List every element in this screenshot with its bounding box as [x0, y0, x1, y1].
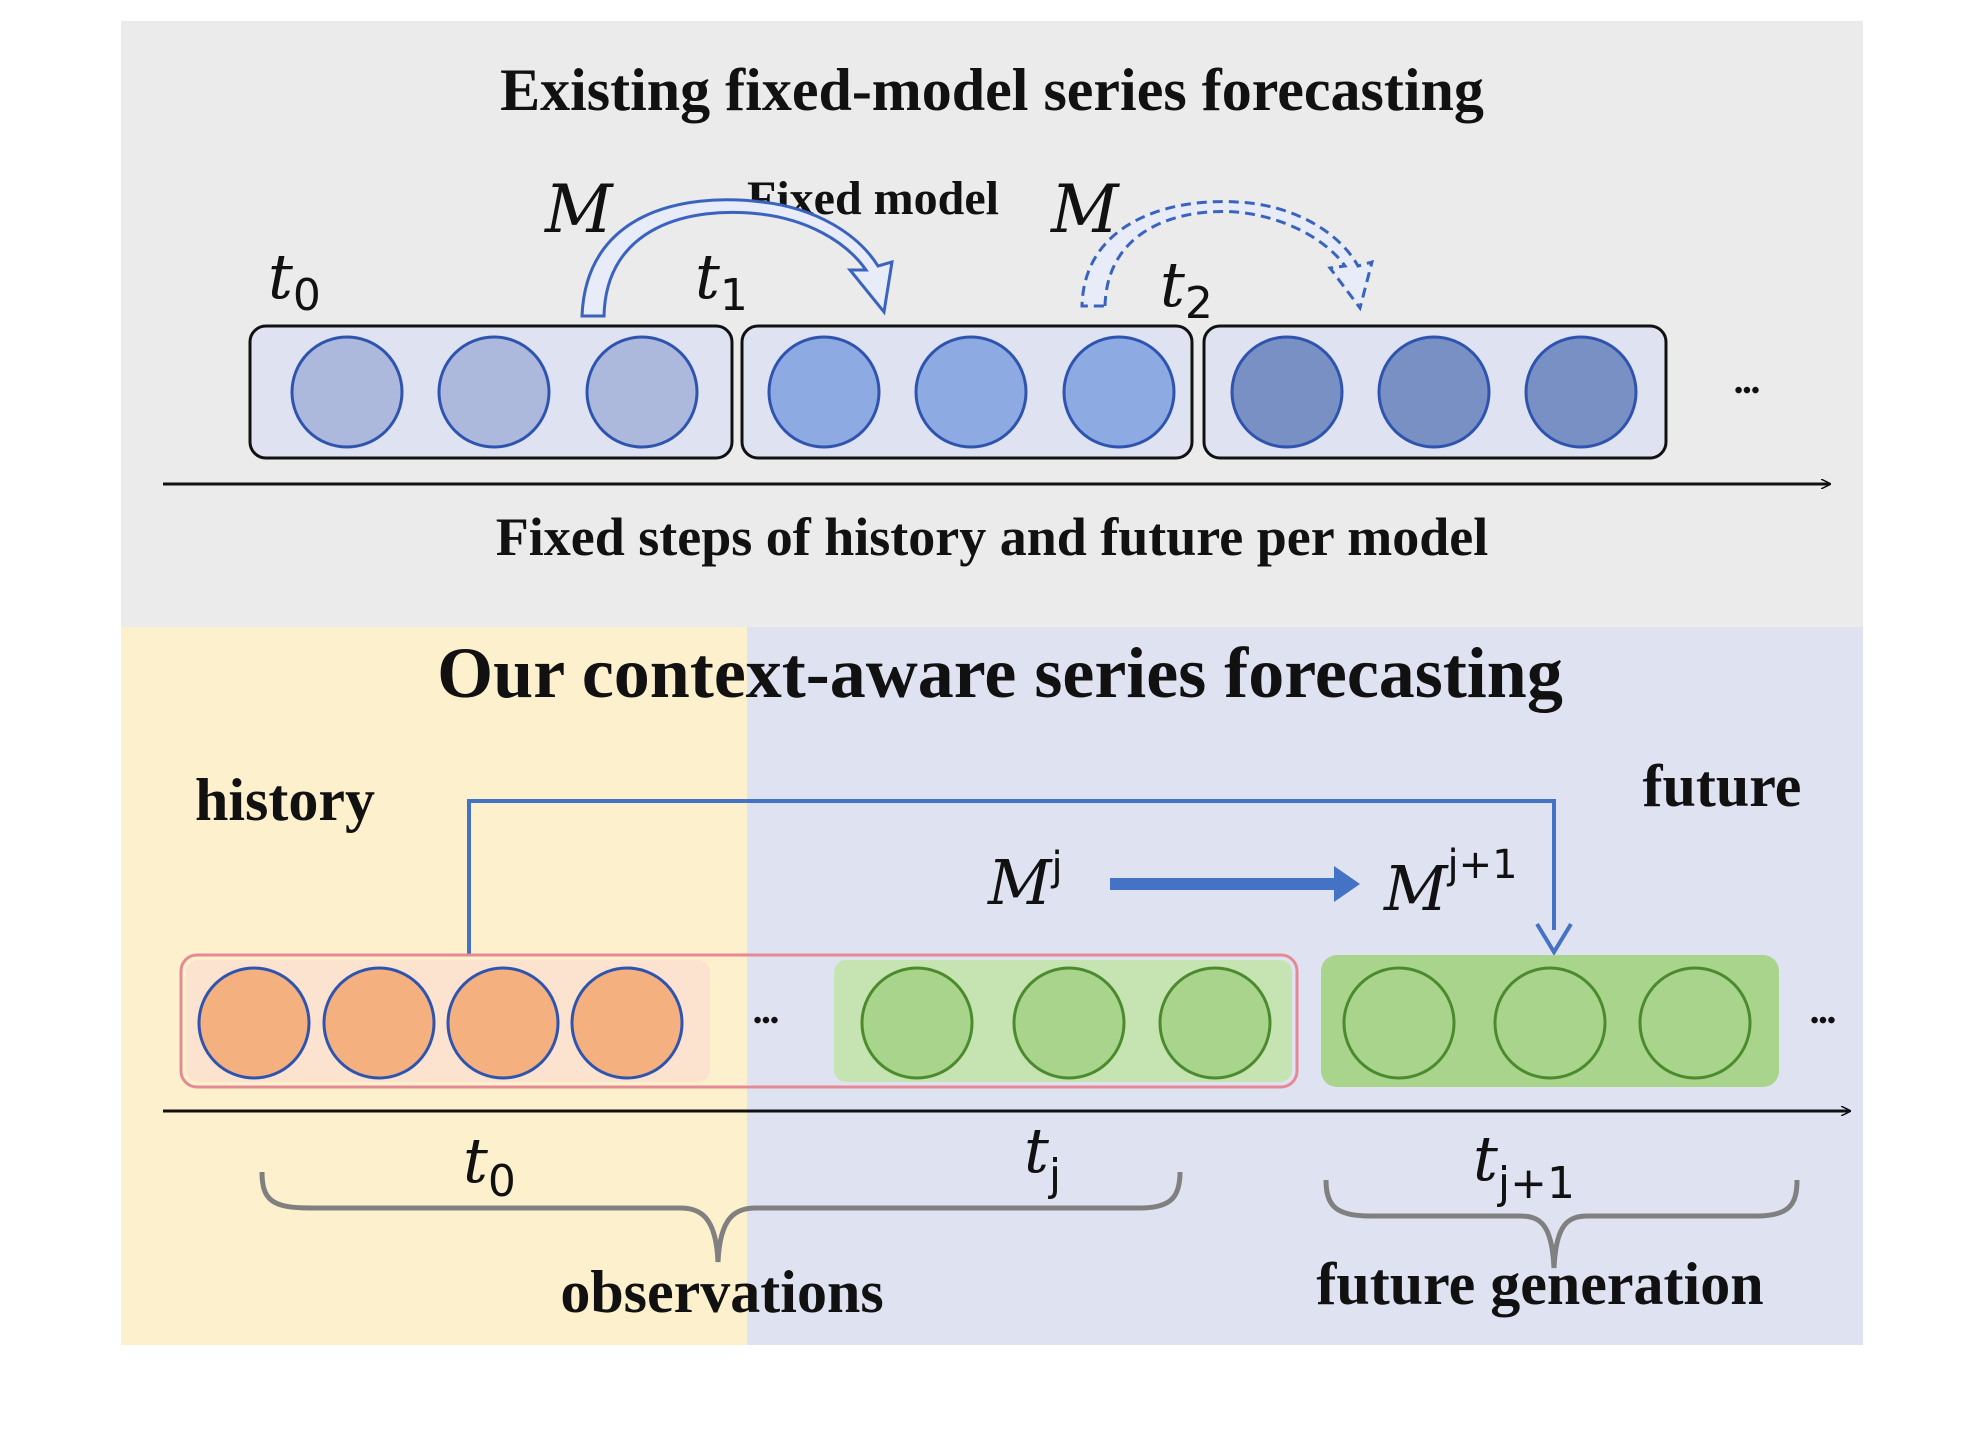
- model-j1-label: Mj+1: [1383, 842, 1518, 925]
- time-label-tj: tj: [1024, 1114, 1061, 1201]
- top-step-circle: [914, 335, 1028, 449]
- top-step-circle: [1230, 335, 1344, 449]
- observed-step-circle: [1158, 966, 1272, 1080]
- history-label: history: [195, 767, 375, 833]
- observations-brace: [259, 1171, 1183, 1263]
- time-label-t0: t0: [268, 240, 321, 321]
- feedback-arrowhead: [1535, 922, 1573, 956]
- fixed-model-arrow-dashed: [1080, 200, 1375, 312]
- model-symbol-1: M: [544, 171, 614, 248]
- history-step-circle: [322, 966, 436, 1080]
- history-step-circle: [197, 966, 311, 1080]
- top-panel: Existing fixed-model series forecasting …: [121, 21, 1863, 627]
- top-step-circle: [1377, 335, 1491, 449]
- time-label-t0-bottom: t0: [463, 1124, 516, 1207]
- model-symbol-2: M: [1050, 171, 1120, 248]
- top-step-circle: [437, 335, 551, 449]
- history-step-circle: [446, 966, 560, 1080]
- top-axis-caption: Fixed steps of history and future per mo…: [496, 507, 1489, 567]
- observation-ellipsis: •••: [753, 1008, 778, 1034]
- time-label-t1: t1: [695, 240, 748, 321]
- future-label: future: [1643, 753, 1802, 819]
- model-evolution-arrow: [1110, 866, 1360, 902]
- observed-step-circle: [1012, 966, 1126, 1080]
- time-label-t2: t2: [1160, 248, 1213, 329]
- top-step-circle: [290, 335, 404, 449]
- future-step-circle: [1638, 966, 1752, 1080]
- top-step-circle: [1524, 335, 1638, 449]
- top-title: Existing fixed-model series forecasting: [500, 57, 1484, 123]
- top-step-circle: [585, 335, 699, 449]
- feedback-connector-line: [467, 799, 1556, 955]
- future-ellipsis: •••: [1810, 1008, 1835, 1034]
- time-label-tj1: tj+1: [1473, 1122, 1575, 1209]
- history-step-circle: [570, 966, 684, 1080]
- future-generation-brace: [1323, 1179, 1800, 1269]
- fixed-model-arrow-solid: [580, 198, 894, 318]
- observed-step-circle: [860, 966, 974, 1080]
- bottom-panel: Our context-aware series forecasting his…: [121, 627, 1863, 1345]
- future-generation-label: future generation: [1316, 1251, 1763, 1317]
- future-step-circle: [1493, 966, 1607, 1080]
- model-j-label: Mj: [987, 844, 1063, 919]
- top-panel-background: [121, 21, 1863, 627]
- observation-window-box: [179, 953, 1299, 1089]
- future-step-circle: [1342, 966, 1456, 1080]
- bottom-title: Our context-aware series forecasting: [437, 633, 1563, 713]
- observations-label: observations: [560, 1259, 883, 1325]
- top-ellipsis: •••: [1734, 378, 1759, 404]
- top-step-circle: [1062, 335, 1176, 449]
- top-step-circle: [767, 335, 881, 449]
